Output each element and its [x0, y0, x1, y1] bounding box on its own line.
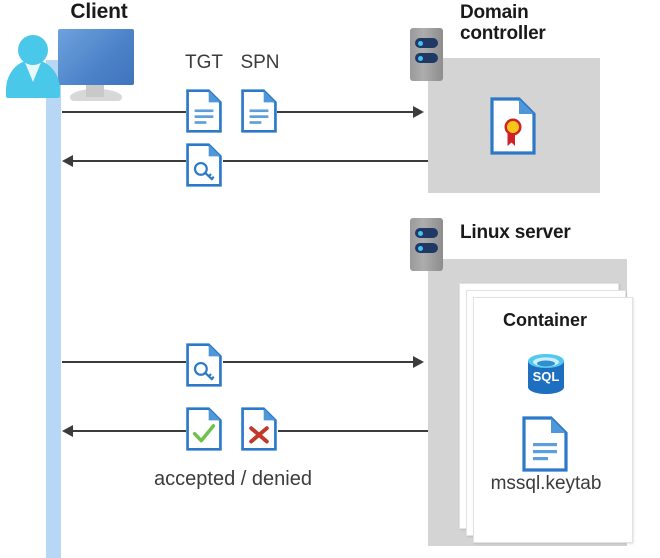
rack-led-1 [418, 40, 423, 46]
client-lifeline [46, 60, 61, 558]
rack-bar-3 [415, 228, 438, 238]
flow-3-line-right [223, 361, 413, 363]
container-title: Container [502, 310, 587, 330]
sql-database-icon: SQL [526, 353, 566, 395]
document-certificate-icon [490, 97, 536, 155]
domain-controller-title: Domain controller [460, 2, 640, 45]
service-ticket-document-icon-1 [186, 141, 222, 189]
rack-bar-1 [415, 38, 438, 48]
domain-controller-rack-icon [410, 28, 443, 81]
flow-1-arrowhead [413, 106, 424, 118]
flow-2-line-left [73, 160, 186, 162]
mssql-keytab-label: mssql.keytab [490, 473, 602, 494]
user-head-icon [18, 35, 48, 65]
client-title: Client [70, 0, 128, 23]
accepted-document-icon [186, 405, 222, 453]
spn-label: SPN [240, 52, 280, 73]
flow-4-line-left [73, 430, 186, 432]
rack-led-4 [418, 245, 423, 251]
flow-1-line-right [277, 111, 413, 113]
flow-4-arrowhead [62, 425, 73, 437]
monitor-screen-icon [58, 29, 134, 85]
domain-controller-title-line1: Domain [460, 2, 529, 23]
rack-led-3 [418, 230, 423, 236]
flow-2-line-right [223, 160, 428, 162]
service-ticket-document-icon-2 [186, 341, 222, 389]
domain-controller-title-line2: controller [460, 23, 546, 45]
spn-document-icon [241, 86, 277, 136]
rack-bar-4 [415, 243, 438, 253]
linux-server-rack-icon [410, 218, 443, 271]
accepted-denied-label: accepted / denied [154, 468, 312, 490]
monitor-neck-icon [86, 85, 104, 97]
flow-1-line-left [62, 111, 186, 113]
rack-bar-2 [415, 53, 438, 63]
linux-server-title: Linux server [460, 222, 571, 243]
flow-4-line-right [278, 430, 428, 432]
denied-document-icon [241, 405, 277, 453]
keytab-document-icon [522, 416, 568, 472]
tgt-document-icon [186, 86, 222, 136]
tgt-label: TGT [185, 52, 223, 73]
rack-led-2 [418, 55, 423, 61]
svg-text:SQL: SQL [533, 369, 560, 384]
flow-3-arrowhead [413, 356, 424, 368]
flow-2-arrowhead [62, 155, 73, 167]
flow-3-line-left [62, 361, 186, 363]
